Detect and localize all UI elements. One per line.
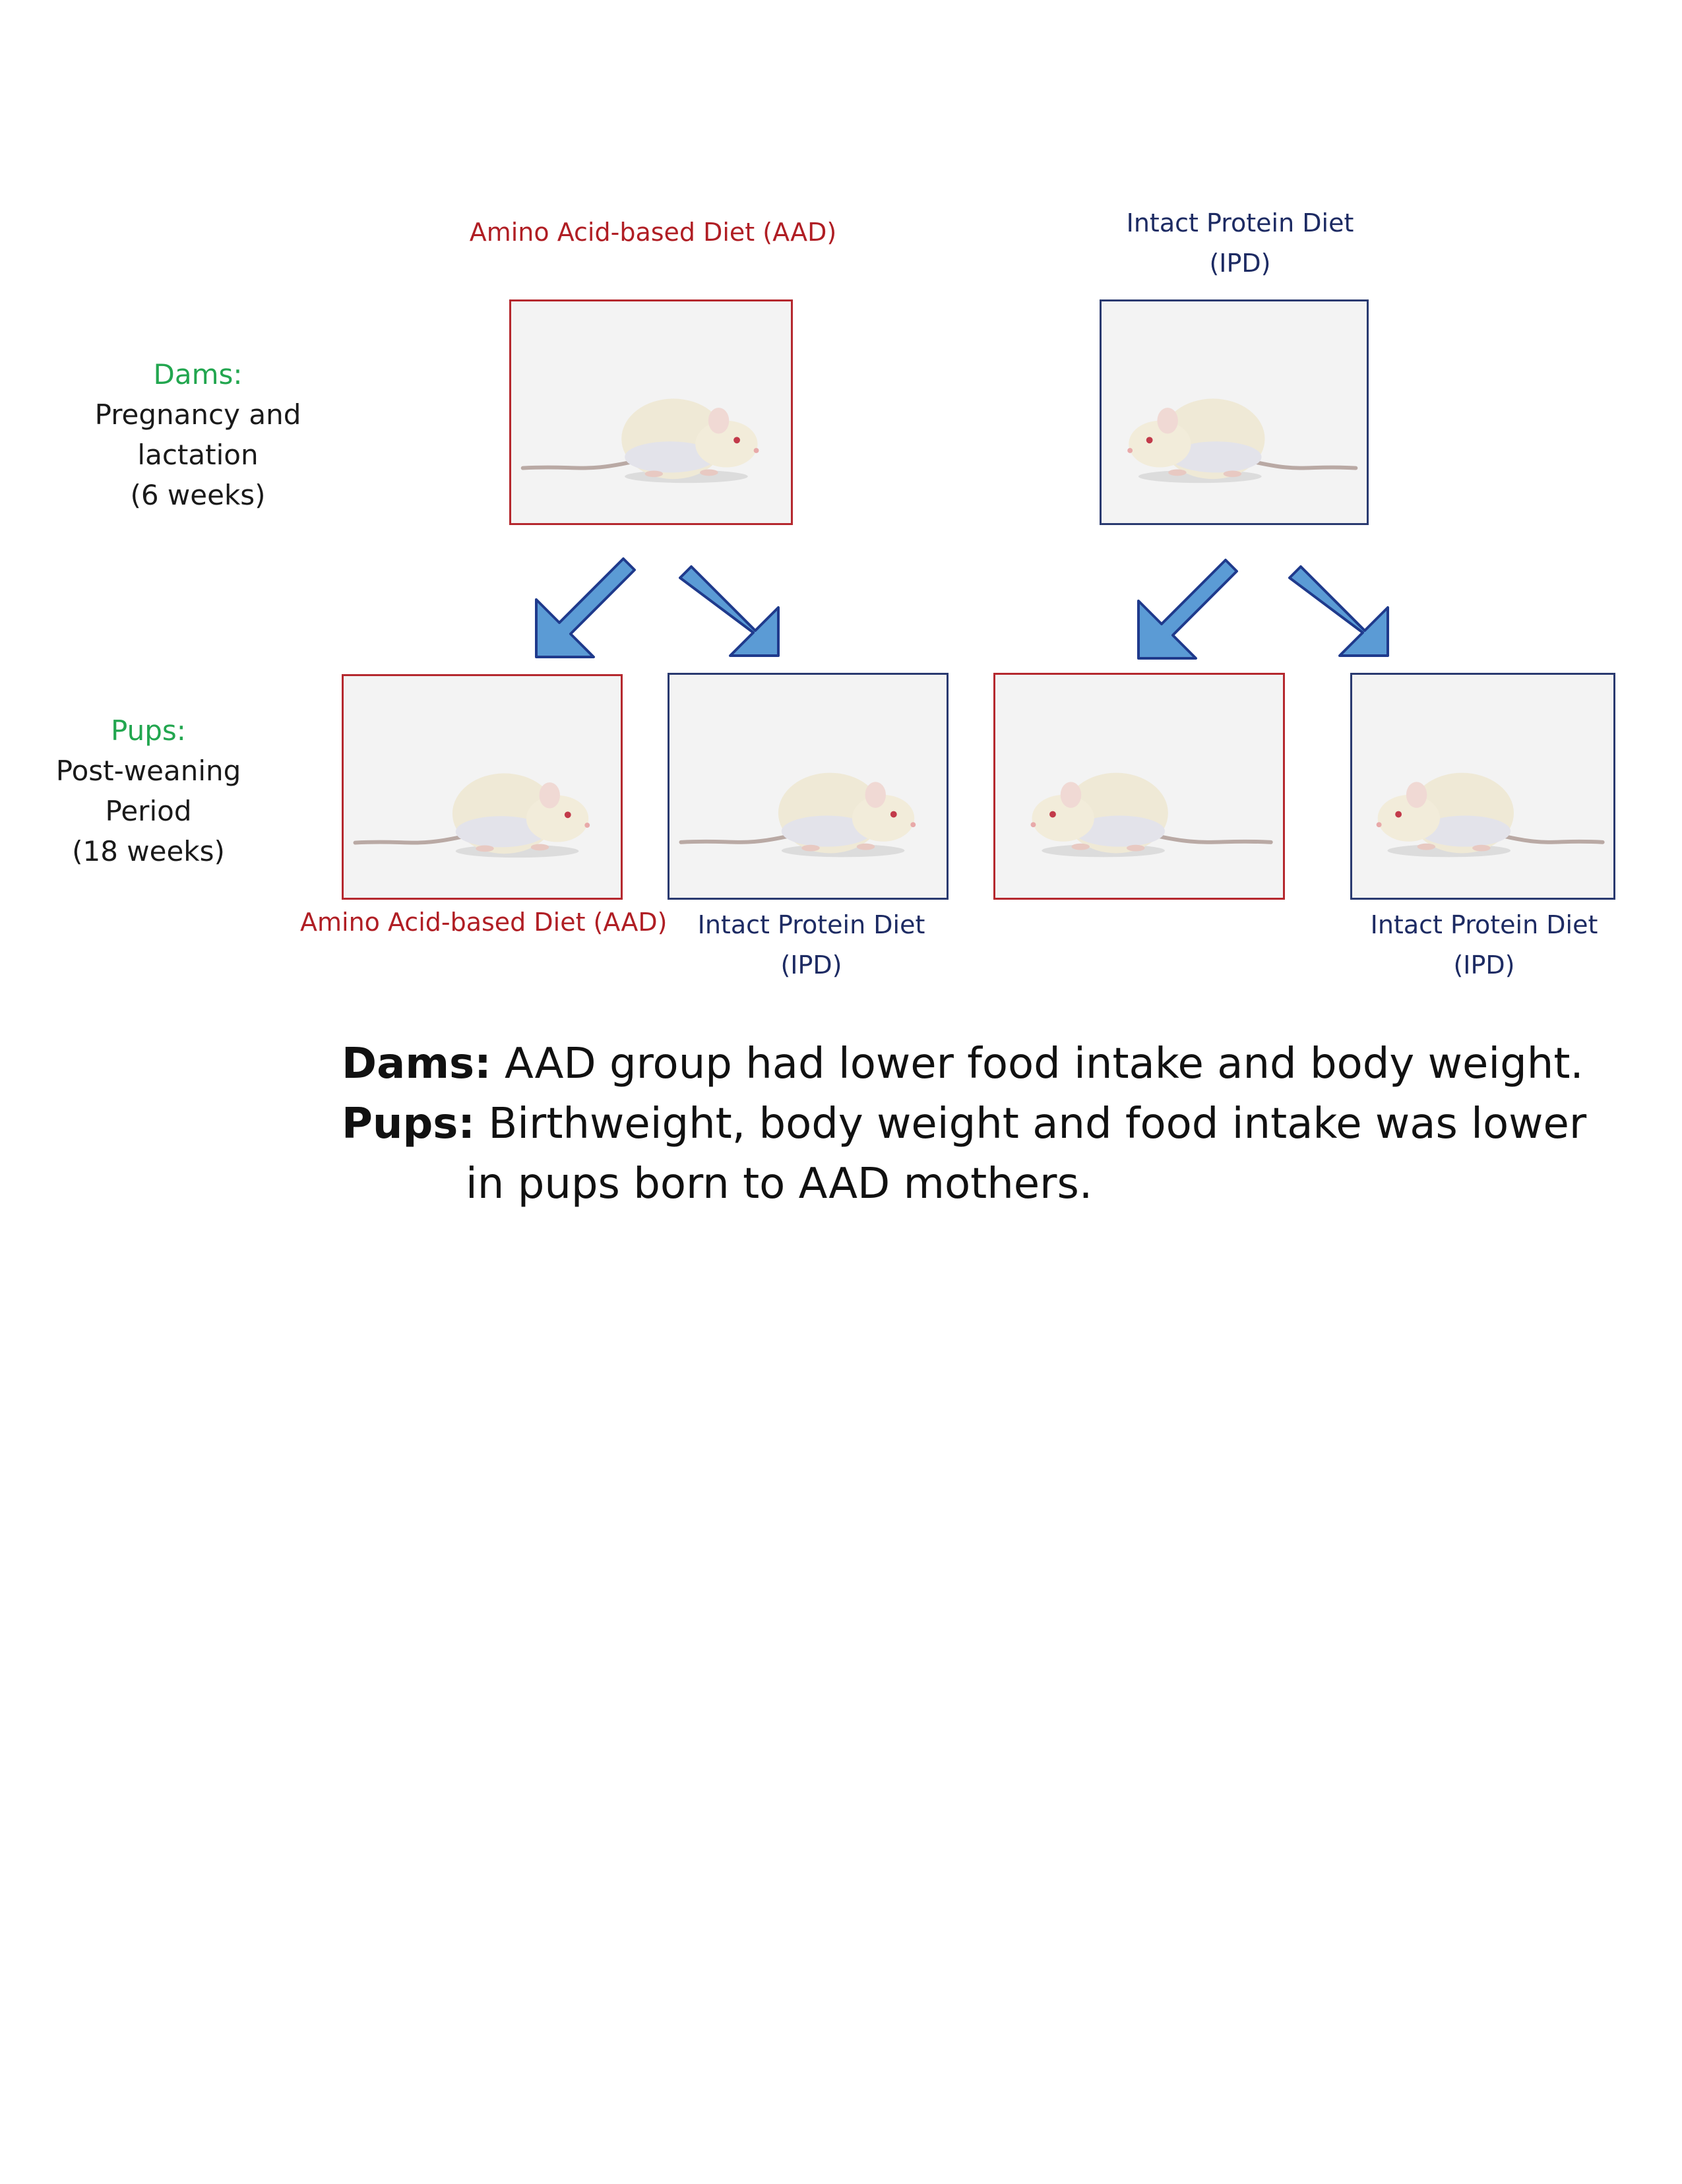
pups-side-line3: (18 weeks): [72, 834, 225, 867]
mouse-icon: [1030, 772, 1273, 858]
summary-pups-line: Pups: Birthweight, body weight and food …: [342, 1094, 1586, 1154]
mouse-icon: [353, 773, 590, 858]
arrow-down-icon: [535, 557, 636, 658]
dams-aad-label: Amino Acid-based Diet (AAD): [469, 218, 837, 247]
pups-side-label: Pups: Post-weaning Period (18 weeks): [26, 711, 270, 872]
pups-side-line1: Post-weaning: [55, 754, 241, 787]
summary: Dams: AAD group had lower food intake an…: [342, 1034, 1586, 1214]
dams-ipd-label-line2: (IPD): [1209, 248, 1271, 278]
pup-ipd-ipd-box: [1350, 673, 1615, 900]
arrow-down-icon: [1137, 559, 1238, 660]
dams-aad-box: [509, 299, 793, 525]
pups-ipd2-label-line1: Intact Protein Diet: [1370, 910, 1598, 939]
dams-side-line3: (6 weeks): [130, 478, 266, 511]
dams-ipd-box: [1100, 299, 1369, 525]
pups-aad-label: Amino Acid-based Diet (AAD): [300, 908, 668, 937]
dams-side-line1: Pregnancy and: [94, 398, 301, 431]
dams-side-line2: lactation: [137, 438, 259, 471]
summary-dams-lead: Dams:: [342, 1040, 491, 1088]
pup-ipd-aad-box: [993, 673, 1285, 900]
pups-ipd-label-line2: (IPD): [780, 950, 842, 980]
arrow-down-icon: [679, 565, 780, 657]
summary-pups-lead: Pups:: [342, 1099, 475, 1148]
dams-ipd-label-line1: Intact Protein Diet: [1126, 208, 1354, 237]
arrow-down-icon: [1288, 565, 1389, 657]
pup-aad-aad-box: [342, 674, 623, 900]
pups-side-title: Pups:: [111, 714, 186, 747]
arrows-layer: [535, 557, 1389, 660]
dams-side-label: Dams: Pregnancy and lactation (6 weeks): [73, 355, 323, 516]
mouse-icon: [679, 772, 916, 858]
pups-ipd2-label-line2: (IPD): [1453, 950, 1515, 980]
mouse-icon: [1127, 398, 1358, 484]
summary-dams-line: Dams: AAD group had lower food intake an…: [342, 1034, 1586, 1094]
pups-side-line2: Period: [105, 794, 192, 827]
summary-pups-line2: in pups born to AAD mothers.: [466, 1159, 1093, 1208]
summary-pups-text: Birthweight, body weight and food intake…: [474, 1099, 1587, 1148]
pups-ipd-label: Intact Protein Diet (IPD): [666, 905, 956, 985]
pup-aad-ipd-box: [668, 673, 949, 900]
pups-ipd-label-line1: Intact Protein Diet: [697, 910, 925, 939]
dams-ipd-label: Intact Protein Diet (IPD): [1082, 203, 1398, 284]
pups-ipd2-label: Intact Protein Diet (IPD): [1339, 905, 1629, 985]
mouse-icon: [520, 398, 759, 484]
summary-dams-text: AAD group had lower food intake and body…: [491, 1040, 1584, 1088]
dams-side-title: Dams:: [153, 358, 243, 390]
mouse-icon: [1376, 772, 1605, 858]
